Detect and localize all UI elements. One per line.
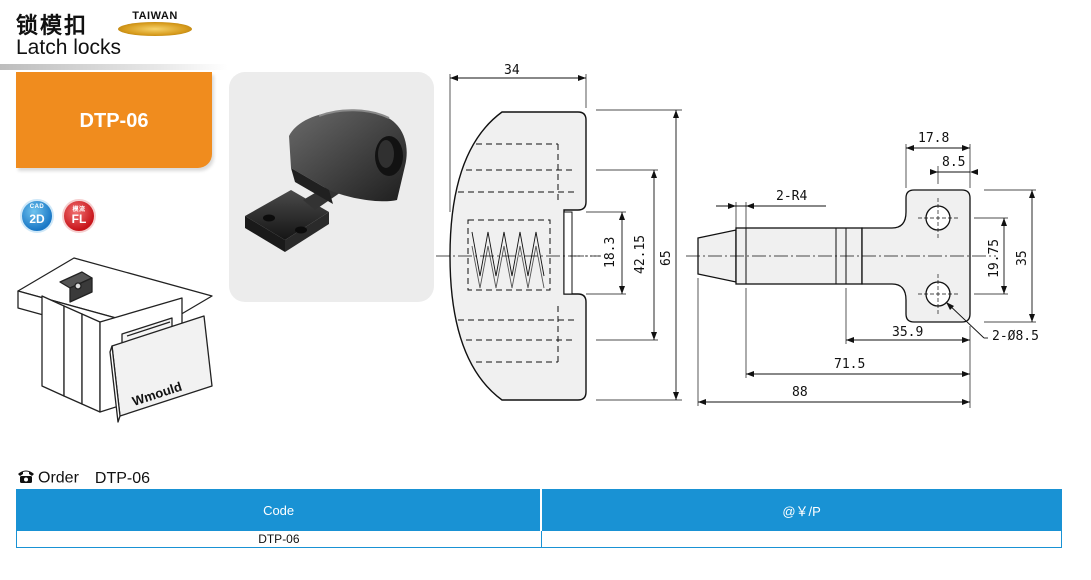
cell-price <box>540 530 1063 548</box>
order-label: Order <box>38 469 79 487</box>
badge-ring-icon <box>118 22 192 36</box>
dim-34: 34 <box>504 63 520 78</box>
dim-65: 65 <box>659 250 674 266</box>
order-code: DTP-06 <box>94 469 151 487</box>
title-english: Latch locks <box>16 36 122 59</box>
product-code-tag: DTP-06 <box>16 72 212 168</box>
cad-badge-caption: CAD <box>29 204 45 210</box>
flow-badge-caption: 模流 <box>72 207 86 213</box>
column-header-code: Code <box>16 489 542 531</box>
dim-8-5: 8.5 <box>942 155 965 170</box>
latch-lock-photo <box>245 109 407 252</box>
cell-code: DTP-06 <box>16 530 542 548</box>
mold-assembly-illustration: Wmould <box>17 257 213 423</box>
dim-35: 35 <box>1015 250 1030 266</box>
price-table: Code @￥/P DTP-06 <box>16 489 1063 548</box>
dim-42-15: 42.15 <box>633 235 648 274</box>
dim-19-75: 19.75 <box>987 239 1002 278</box>
phone-icon <box>16 468 36 489</box>
column-header-price: @￥/P <box>540 489 1063 531</box>
dim-18-3: 18.3 <box>603 237 618 268</box>
dim-hole-8-5: 2-Ø8.5 <box>992 329 1039 344</box>
flow-badge-label: FL <box>71 212 87 226</box>
dim-88: 88 <box>792 385 808 400</box>
technical-drawing: 34 18.3 42.15 65 2-R4 17.8 8.5 19.75 35 … <box>436 63 1039 408</box>
dim-71-5: 71.5 <box>834 357 865 372</box>
dim-2-r4: 2-R4 <box>776 189 807 204</box>
table-row[interactable]: DTP-06 <box>16 530 1063 548</box>
cad-badge-label: 2D <box>29 212 45 226</box>
flow-fl-badge[interactable]: 模流 FL <box>62 199 96 233</box>
dim-17-8: 17.8 <box>918 131 949 146</box>
cad-2d-badge[interactable]: CAD 2D <box>20 199 54 233</box>
header-divider <box>0 64 228 70</box>
taiwan-badge: TAIWAN <box>118 10 192 38</box>
product-code-label: DTP-06 <box>79 110 149 132</box>
dim-35-9: 35.9 <box>892 325 923 340</box>
taiwan-badge-text: TAIWAN <box>132 10 178 22</box>
title-chinese: 锁模扣 <box>16 14 89 39</box>
order-line: Order DTP-06 <box>16 468 150 489</box>
